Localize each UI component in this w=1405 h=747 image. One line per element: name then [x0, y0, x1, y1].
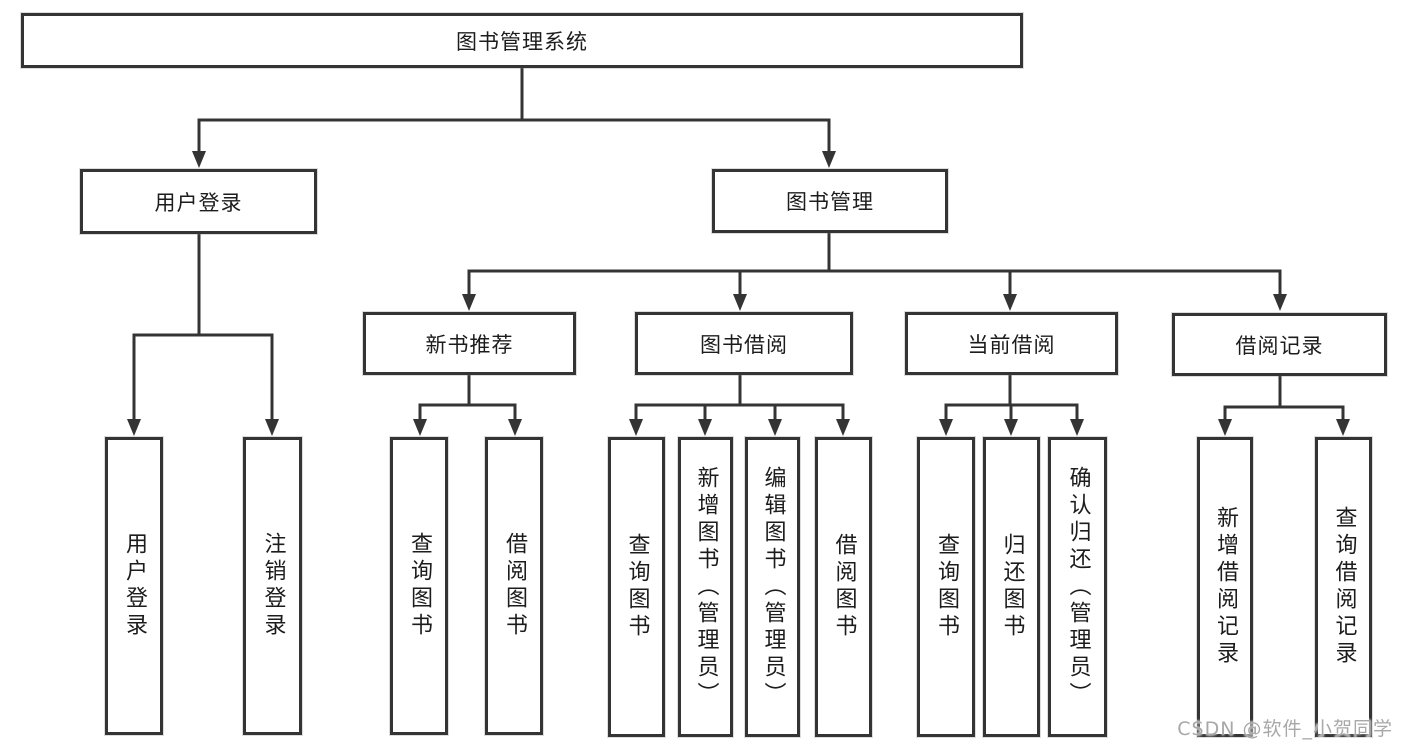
- node-leaf-borrow-books-rec: 借阅图书: [485, 437, 543, 735]
- node-leaf-user-login-label: 用户登录: [122, 532, 147, 640]
- node-new-book-recommend-label: 新书推荐: [425, 332, 514, 357]
- node-leaf-confirm-return-admin-label: 确认归还（管理员）: [1065, 465, 1091, 709]
- connector-root: [197, 68, 831, 152]
- node-borrow-records: 借阅记录: [1172, 313, 1387, 376]
- node-leaf-borrow-books-label: 借阅图书: [831, 533, 857, 641]
- node-root: 图书管理系统: [21, 13, 1023, 68]
- connector-current-borrow: [944, 375, 1079, 420]
- node-leaf-add-borrow-record: 新增借阅记录: [1197, 437, 1253, 737]
- node-new-book-recommend: 新书推荐: [363, 312, 576, 375]
- node-book-borrowing: 图书借阅: [635, 312, 853, 375]
- node-book-management-label: 图书管理: [786, 190, 874, 214]
- node-user-login-label: 用户登录: [154, 190, 243, 215]
- node-leaf-query-books-rec-label: 查询图书: [407, 532, 432, 640]
- node-leaf-add-borrow-record-label: 新增借阅记录: [1213, 506, 1238, 668]
- node-leaf-query-borrow-record-label: 查询借阅记录: [1331, 506, 1357, 668]
- csdn-watermark: CSDN @软件_小贺同学: [1177, 718, 1393, 740]
- node-leaf-return-books: 归还图书: [983, 437, 1040, 737]
- node-book-borrowing-label: 图书借阅: [700, 332, 788, 357]
- connector-borrow-record: [1223, 376, 1345, 420]
- node-current-borrowing-label: 当前借阅: [967, 332, 1056, 357]
- node-leaf-user-login: 用户登录: [105, 437, 163, 735]
- node-user-login: 用户登录: [80, 169, 317, 234]
- node-borrow-records-label: 借阅记录: [1235, 333, 1324, 358]
- node-leaf-logout: 注销登录: [243, 437, 302, 735]
- node-leaf-query-books-rec: 查询图书: [390, 437, 448, 735]
- node-leaf-query-books-borrow: 查询图书: [608, 437, 665, 737]
- connector-book-borrow: [634, 375, 845, 420]
- connector-book-mgmt: [467, 233, 1282, 296]
- node-leaf-query-books-current-label: 查询图书: [934, 533, 959, 641]
- node-leaf-query-books-borrow-label: 查询图书: [624, 533, 650, 641]
- node-leaf-add-book-admin-label: 新增图书（管理员）: [693, 465, 719, 709]
- node-book-management: 图书管理: [712, 169, 948, 233]
- node-leaf-confirm-return-admin: 确认归还（管理员）: [1048, 437, 1107, 737]
- node-leaf-add-book-admin: 新增图书（管理员）: [678, 437, 733, 737]
- node-current-borrowing: 当前借阅: [905, 312, 1118, 375]
- node-leaf-logout-label: 注销登录: [260, 532, 286, 640]
- node-leaf-borrow-books: 借阅图书: [815, 437, 872, 737]
- node-root-label: 图书管理系统: [456, 29, 588, 54]
- node-leaf-edit-book-admin-label: 编辑图书（管理员）: [760, 465, 786, 709]
- node-leaf-borrow-books-rec-label: 借阅图书: [502, 532, 527, 640]
- connector-user-login: [132, 234, 274, 420]
- node-leaf-query-books-current: 查询图书: [917, 437, 975, 737]
- node-leaf-return-books-label: 归还图书: [999, 533, 1025, 641]
- connector-new-book-rec: [418, 375, 517, 420]
- node-leaf-query-borrow-record: 查询借阅记录: [1315, 437, 1372, 737]
- node-leaf-edit-book-admin: 编辑图书（管理员）: [745, 437, 800, 737]
